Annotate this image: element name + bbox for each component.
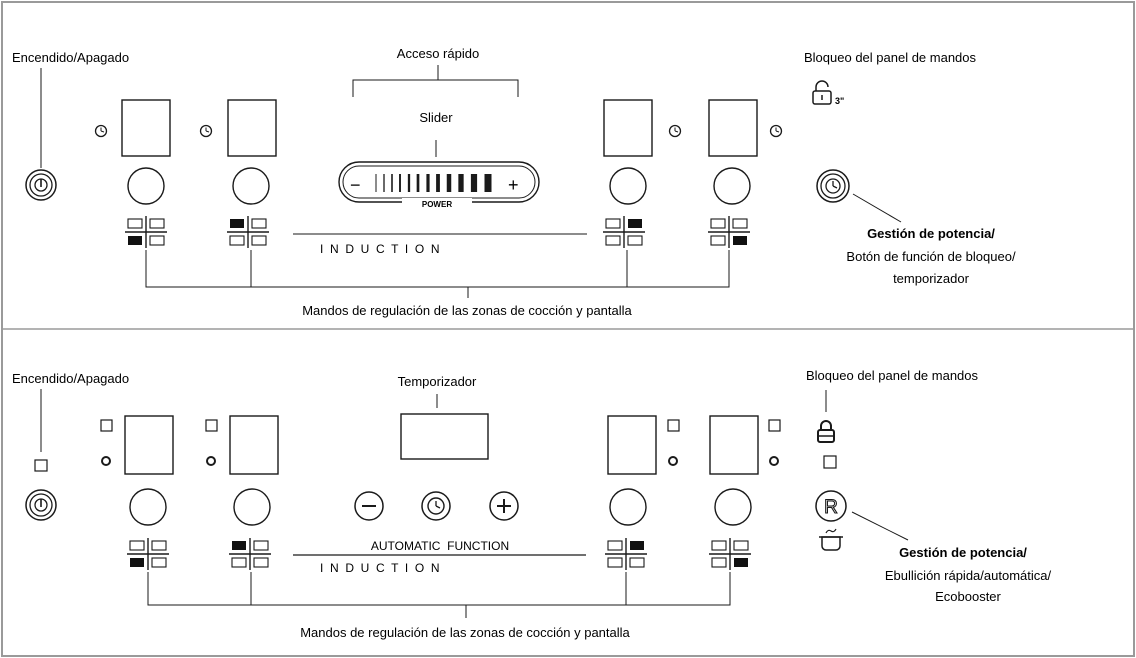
boost-button[interactable]: R bbox=[815, 490, 847, 522]
top-zone-3-display bbox=[603, 99, 653, 157]
top-induction-text: I N D U C T I O N bbox=[320, 242, 440, 256]
top-clock-button[interactable] bbox=[816, 169, 850, 203]
top-power-mgmt-title: Gestión de potencia/ bbox=[867, 226, 995, 241]
bottom-clock-icon-4 bbox=[769, 456, 779, 466]
top-zone-1-display bbox=[121, 99, 171, 157]
clock-icon bbox=[825, 178, 841, 194]
top-zone-indicator-icon-1 bbox=[125, 216, 167, 248]
timer-minus-button[interactable] bbox=[354, 491, 384, 521]
top-zone-2-display bbox=[227, 99, 277, 157]
bottom-lock-led bbox=[823, 455, 837, 469]
bottom-power-button[interactable] bbox=[25, 489, 57, 521]
top-quick-access-label: Acceso rápido bbox=[397, 46, 479, 61]
bottom-zone-indicator-icon-1 bbox=[127, 538, 169, 570]
bottom-zone-4-led bbox=[768, 419, 781, 432]
slider-power-label: POWER bbox=[422, 200, 452, 209]
bottom-clock-icon-2 bbox=[206, 456, 216, 466]
top-power-mgmt-line3: temporizador bbox=[893, 271, 970, 286]
top-panel: Encendido/Apagado Acceso rápid bbox=[12, 46, 1016, 318]
bottom-zones-label: Mandos de regulación de las zonas de coc… bbox=[300, 625, 630, 640]
bottom-zone-3-led bbox=[667, 419, 680, 432]
clock-icon bbox=[427, 497, 445, 515]
top-zone-2-knob[interactable] bbox=[232, 167, 270, 205]
top-zone-1-knob[interactable] bbox=[127, 167, 165, 205]
top-zone-4-display bbox=[708, 99, 758, 157]
bottom-clock-icon-1 bbox=[101, 456, 111, 466]
bottom-zone-2-led bbox=[205, 419, 218, 432]
top-power-label: Encendido/Apagado bbox=[12, 50, 129, 65]
top-zone-4-knob[interactable] bbox=[713, 167, 751, 205]
top-clock-icon-4 bbox=[769, 124, 783, 138]
bottom-lock-label: Bloqueo del panel de mandos bbox=[806, 368, 979, 383]
top-power-mgmt-line2: Botón de función de bloqueo/ bbox=[846, 249, 1016, 264]
top-zones-label: Mandos de regulación de las zonas de coc… bbox=[302, 303, 632, 318]
bottom-zone-indicator-icon-3 bbox=[605, 538, 647, 570]
bottom-zone-1-led bbox=[100, 419, 113, 432]
bottom-timer-label: Temporizador bbox=[398, 374, 477, 389]
timer-clock-button[interactable] bbox=[421, 491, 451, 521]
bottom-power-mgmt-title: Gestión de potencia/ bbox=[899, 545, 1027, 560]
boost-symbol: R bbox=[824, 497, 838, 518]
top-power-slider[interactable]: − + POWER bbox=[338, 161, 540, 209]
power-icon bbox=[34, 498, 48, 512]
slider-minus: − bbox=[350, 175, 361, 195]
top-clock-icon-2 bbox=[199, 124, 213, 138]
bottom-clock-icon-3 bbox=[668, 456, 678, 466]
bottom-zone-1-knob[interactable] bbox=[129, 488, 167, 526]
bottom-power-mgmt-line3: Ecobooster bbox=[935, 589, 1001, 604]
bottom-power-label: Encendido/Apagado bbox=[12, 371, 129, 386]
top-zone-indicator-icon-3 bbox=[603, 216, 645, 248]
bottom-zone-2-knob[interactable] bbox=[233, 488, 271, 526]
bottom-panel: Encendido/Apagado Temporizador bbox=[12, 368, 1051, 640]
top-clock-icon-3 bbox=[668, 124, 682, 138]
bottom-zone-4-knob[interactable] bbox=[714, 488, 752, 526]
power-icon bbox=[34, 178, 48, 192]
bottom-induction-text: I N D U C T I O N bbox=[320, 561, 440, 575]
bottom-power-mgmt-line2: Ebullición rápida/automática/ bbox=[885, 568, 1052, 583]
timer-plus-button[interactable] bbox=[489, 491, 519, 521]
bottom-zone-indicator-icon-2 bbox=[229, 538, 271, 570]
bottom-automatic-text: AUTOMATIC FUNCTION bbox=[371, 539, 509, 553]
top-clock-icon-1 bbox=[94, 124, 108, 138]
bottom-zone-1-display bbox=[124, 415, 174, 475]
top-zone-indicator-icon-2 bbox=[227, 216, 269, 248]
bottom-power-led bbox=[34, 459, 48, 472]
slider-plus: + bbox=[508, 175, 519, 195]
bottom-zone-indicator-icon-4 bbox=[709, 538, 751, 570]
bottom-zone-3-knob[interactable] bbox=[609, 488, 647, 526]
bottom-lock-icon bbox=[817, 420, 835, 443]
bottom-zone-2-display bbox=[229, 415, 279, 475]
top-lock-icon bbox=[812, 80, 832, 105]
top-power-button[interactable] bbox=[25, 169, 57, 201]
bottom-zone-3-display bbox=[607, 415, 657, 475]
bottom-timer-display bbox=[400, 413, 489, 460]
top-lock-label: Bloqueo del panel de mandos bbox=[804, 50, 977, 65]
bottom-zone-4-display bbox=[709, 415, 759, 475]
top-slider-label: Slider bbox=[419, 110, 453, 125]
top-zone-indicator-icon-4 bbox=[708, 216, 750, 248]
top-zone-3-knob[interactable] bbox=[609, 167, 647, 205]
top-lock-time: 3" bbox=[835, 96, 844, 106]
pot-icon bbox=[819, 528, 843, 551]
